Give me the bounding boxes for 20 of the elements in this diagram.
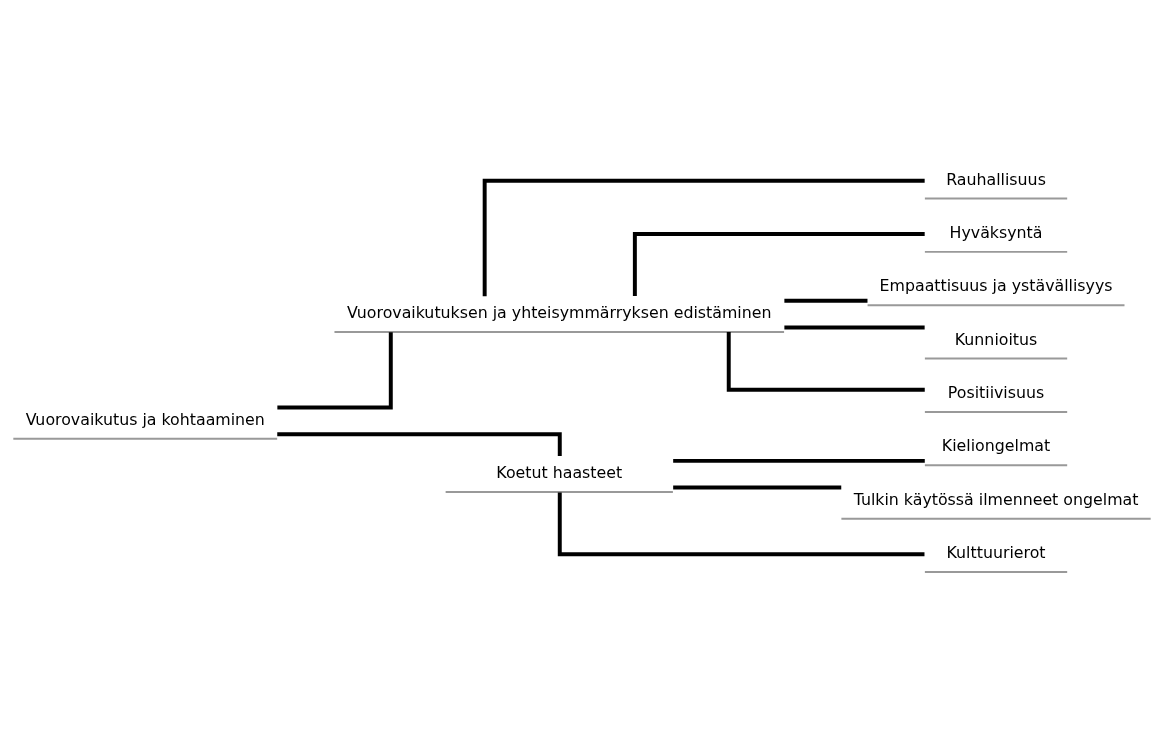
node-text: Vuorovaikutus ja kohtaaminen (25, 409, 265, 429)
node-text: Positiivisuus (947, 382, 1045, 402)
node-text: Tulkin käytössä ilmenneet ongelmat (853, 489, 1139, 509)
connector (557, 491, 925, 556)
node-text: Koetut haasteet (496, 462, 623, 482)
node-text: Empaattisuus ja ystävällisyys (879, 275, 1113, 295)
node-text: Rauhallisuus (946, 168, 1046, 188)
connector (482, 178, 925, 296)
connector (784, 298, 868, 303)
node-text: Hyväksyntä (949, 222, 1043, 242)
connector (632, 231, 925, 296)
connector (726, 331, 925, 392)
node-text: Kieliongelmat (941, 435, 1051, 455)
connector (673, 458, 925, 463)
connector (784, 325, 925, 329)
node-text: Kunnioitus (954, 329, 1038, 349)
node-text: Vuorovaikutuksen ja yhteisymmärryksen edistäminen (347, 302, 772, 322)
connector (277, 331, 393, 409)
connector (673, 485, 842, 490)
node-text: Kulttuurierot (946, 542, 1046, 562)
